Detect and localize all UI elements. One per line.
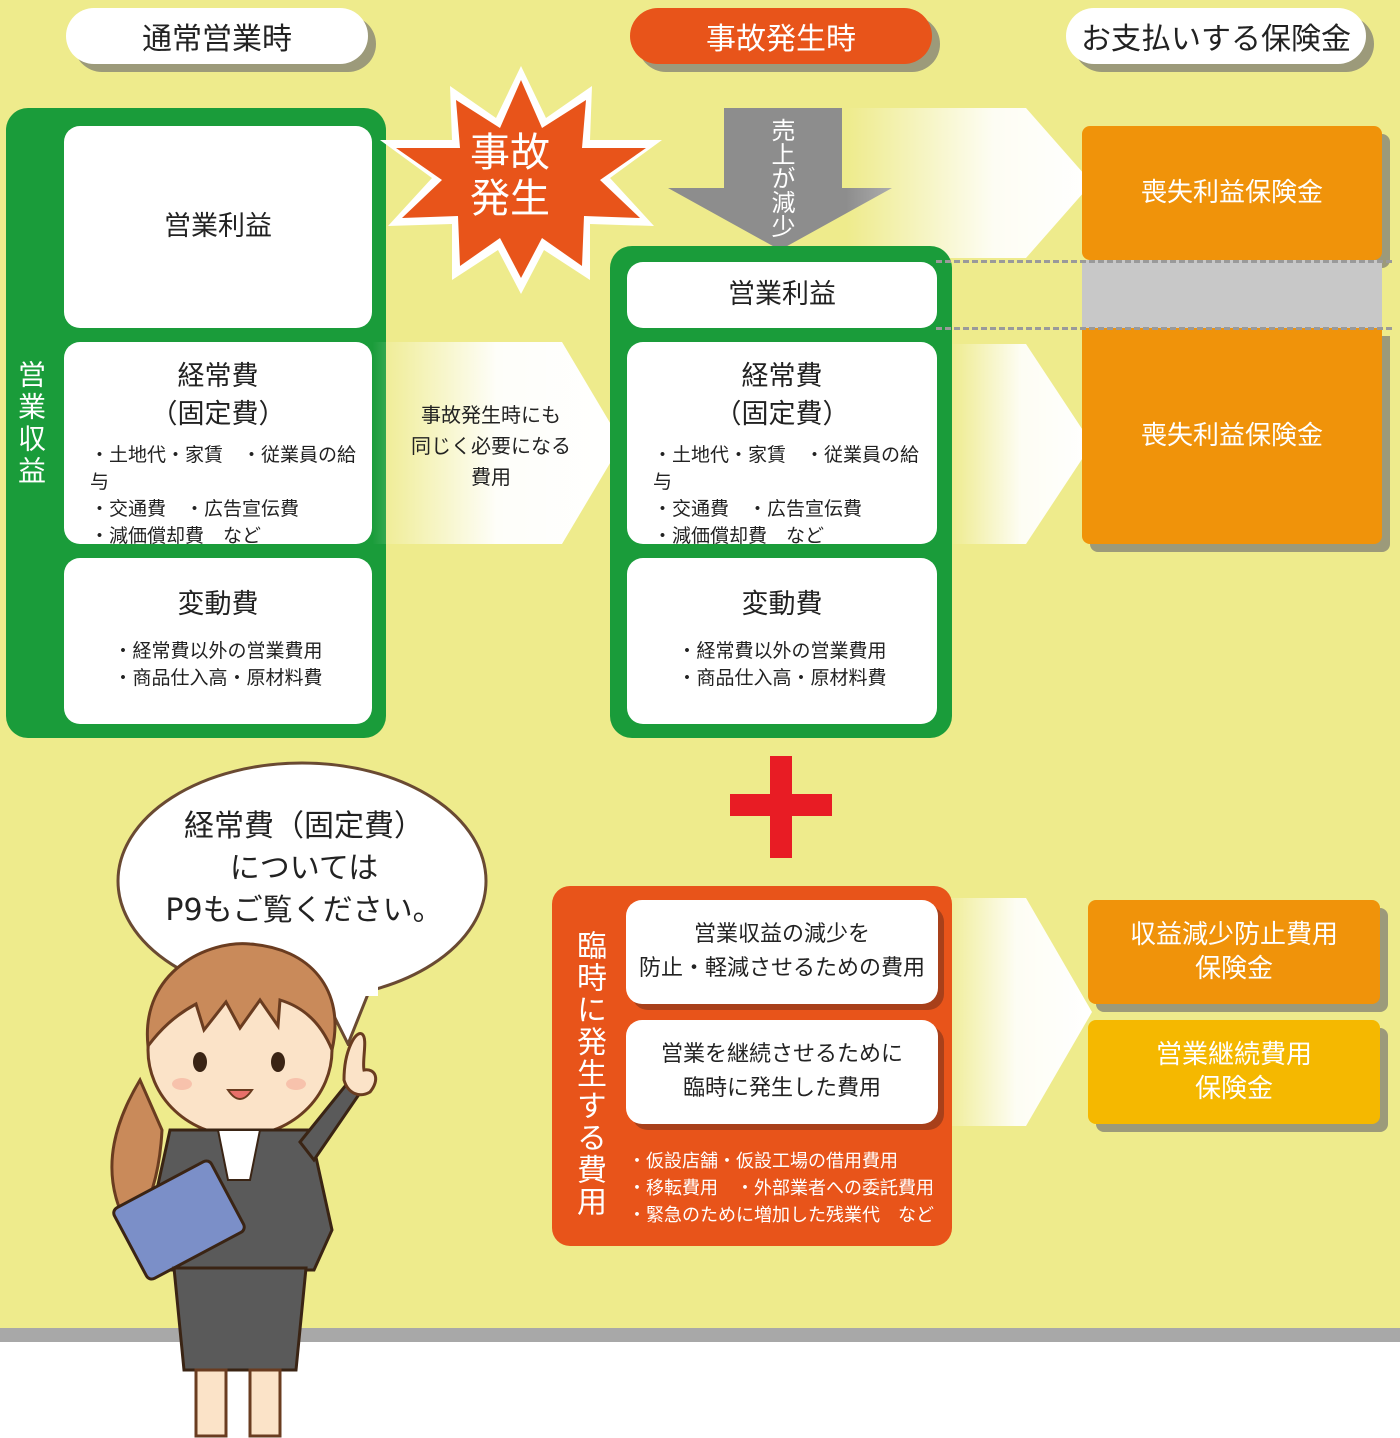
payout-line: 保険金 xyxy=(1194,1074,1273,1104)
accident-profit-card: 営業利益 xyxy=(627,262,937,328)
accident-fixed-item: ・交通費 ・広告宣伝費 xyxy=(653,498,863,520)
sales-decrease-label: 売上が減少 xyxy=(767,118,795,238)
accident-variable-item: ・商品仕入高・原材料費 xyxy=(677,667,887,689)
accident-profit-title: 営業利益 xyxy=(728,279,836,310)
profit-payout-arrow xyxy=(846,108,1092,258)
temp-box1-line: 営業収益の減少を xyxy=(693,922,870,947)
normal-fixed-item: ・交通費 ・広告宣伝費 xyxy=(90,498,300,520)
normal-variable-card: 変動費 ・経常費以外の営業費用 ・商品仕入高・原材料費 xyxy=(64,558,372,724)
normal-fixed-title-1: 経常費 xyxy=(177,361,259,392)
normal-variable-item: ・商品仕入高・原材料費 xyxy=(113,667,323,689)
fixed-payout-arrow xyxy=(950,344,1092,544)
normal-fixed-card: 経常費 （固定費） ・土地代・家賃 ・従業員の給与 ・交通費 ・広告宣伝費 ・減… xyxy=(64,342,372,547)
header-normal: 通常営業時 xyxy=(66,8,368,64)
normal-fixed-title-2: （固定費） xyxy=(150,399,286,430)
fixed-cost-arrow xyxy=(372,342,622,544)
temp-box2-line: 臨時に発生した費用 xyxy=(682,1076,881,1101)
middle-note: 事故発生時にも 同じく必要になる 費用 xyxy=(398,400,584,493)
accident-variable-title: 変動費 xyxy=(741,589,823,620)
starburst-text: 事故 発生 xyxy=(450,130,570,222)
temp-cost-examples: ・仮設店舗・仮設工場の借用費用 ・移転費用 ・外部業者への委託費用 ・緊急のため… xyxy=(628,1148,934,1229)
temp-cost-example: ・緊急のために増加した残業代 など xyxy=(628,1205,934,1226)
gap-band xyxy=(1082,260,1382,328)
payout-line: 保険金 xyxy=(1194,954,1273,984)
normal-profit-card: 営業利益 xyxy=(64,126,372,328)
plus-icon-vertical xyxy=(770,756,792,858)
speech-text: 経常費（固定費） については P9もご覧ください。 xyxy=(148,806,460,932)
accident-fixed-card: 経常費 （固定費） ・土地代・家賃 ・従業員の給与 ・交通費 ・広告宣伝費 ・減… xyxy=(627,342,937,547)
middle-note-line: 同じく必要になる xyxy=(411,434,571,458)
temp-box1-line: 防止・軽減させるための費用 xyxy=(638,956,925,981)
normal-profit-title: 営業利益 xyxy=(164,211,272,242)
temp-cost-example: ・移転費用 ・外部業者への委託費用 xyxy=(628,1178,934,1199)
temp-cost-side-label: 臨時に発生する費用 xyxy=(571,930,606,1218)
accident-variable-card: 変動費 ・経常費以外の営業費用 ・商品仕入高・原材料費 xyxy=(627,558,937,724)
speech-line: 経常費（固定費） xyxy=(184,809,424,844)
accident-variable-item: ・経常費以外の営業費用 xyxy=(677,640,887,662)
normal-variable-title: 変動費 xyxy=(177,589,259,620)
accident-fixed-item: ・土地代・家賃 ・従業員の給与 xyxy=(653,444,920,493)
temp-cost-example: ・仮設店舗・仮設工場の借用費用 xyxy=(628,1151,898,1172)
speech-bubble xyxy=(116,761,488,1046)
accident-fixed-title-1: 経常費 xyxy=(741,361,823,392)
accident-fixed-item: ・減価償却費 など xyxy=(653,525,825,547)
middle-note-line: 事故発生時にも xyxy=(421,403,561,427)
header-accident: 事故発生時 xyxy=(630,8,932,64)
temp-cost-box-prevention: 営業収益の減少を 防止・軽減させるための費用 xyxy=(626,900,938,1004)
normal-fixed-item: ・減価償却費 など xyxy=(90,525,262,547)
header-payout: お支払いする保険金 xyxy=(1066,8,1366,64)
revenue-loss-prevention-payout: 収益減少防止費用 保険金 xyxy=(1088,900,1380,1004)
temp-box2-line: 営業を継続させるために xyxy=(660,1042,903,1067)
bottom-bar xyxy=(0,1328,1400,1342)
speech-line: P9もご覧ください。 xyxy=(165,893,443,928)
businesswoman-illustration xyxy=(110,942,378,1438)
temp-cost-box-continuation: 営業を継続させるために 臨時に発生した費用 xyxy=(626,1020,938,1124)
temp-payout-arrow xyxy=(940,898,1092,1126)
starburst-line: 事故 xyxy=(470,130,550,176)
lost-profit-payout-1: 喪失利益保険金 xyxy=(1082,126,1382,260)
middle-note-line: 費用 xyxy=(471,465,511,489)
accident-starburst xyxy=(380,66,662,294)
accident-fixed-title-2: （固定費） xyxy=(714,399,850,430)
lost-profit-payout-2: 喪失利益保険金 xyxy=(1082,328,1382,544)
revenue-side-label: 営業収益 xyxy=(14,360,47,488)
payout-line: 営業継続費用 xyxy=(1155,1040,1312,1070)
normal-fixed-item: ・土地代・家賃 ・従業員の給与 xyxy=(90,444,357,493)
payout-line: 収益減少防止費用 xyxy=(1129,920,1338,950)
dashed-line-bottom xyxy=(936,327,1392,330)
business-continuation-payout: 営業継続費用 保険金 xyxy=(1088,1020,1380,1124)
starburst-line: 発生 xyxy=(470,176,550,222)
sales-decrease-arrow xyxy=(668,108,892,250)
dashed-line-top xyxy=(936,260,1392,263)
normal-variable-item: ・経常費以外の営業費用 xyxy=(113,640,323,662)
speech-line: については xyxy=(229,851,379,886)
